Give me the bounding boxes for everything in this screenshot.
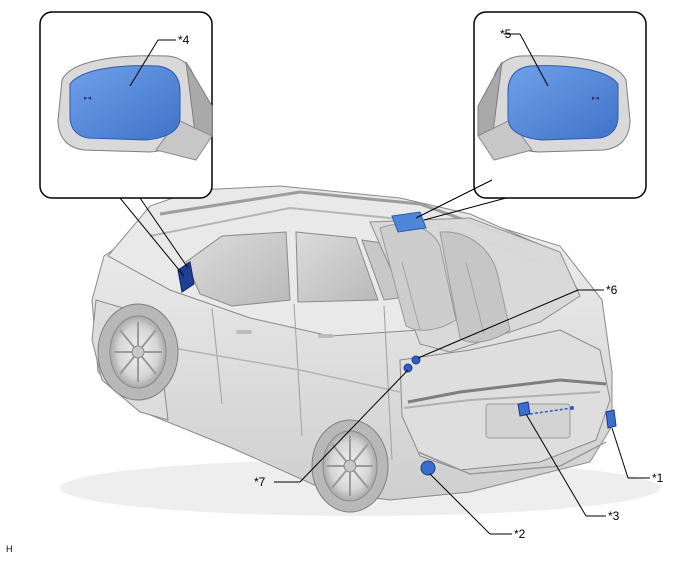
sensor-2-highlight [420, 460, 436, 476]
callout-4: *4 [178, 33, 190, 47]
blind-spot-indicator-icon: ▸◂ [84, 95, 92, 102]
callout-1: *1 [652, 471, 664, 485]
vehicle-illustration [60, 185, 660, 516]
figure-code: H [6, 544, 13, 554]
left-mirror-inset: ▸◂ [39, 11, 213, 199]
callout-6: *6 [606, 283, 618, 297]
right-mirror-inset: ▸◂ [473, 11, 647, 199]
callout-5: *5 [500, 27, 512, 41]
blind-spot-indicator-icon: ▸◂ [592, 95, 600, 102]
sensor-7-highlight [403, 363, 413, 373]
callout-3: *3 [608, 509, 620, 523]
callout-2: *2 [514, 527, 526, 541]
sensor-3-highlight [517, 401, 574, 417]
callout-7: *7 [254, 475, 266, 489]
sensor-1-highlight [605, 409, 617, 429]
